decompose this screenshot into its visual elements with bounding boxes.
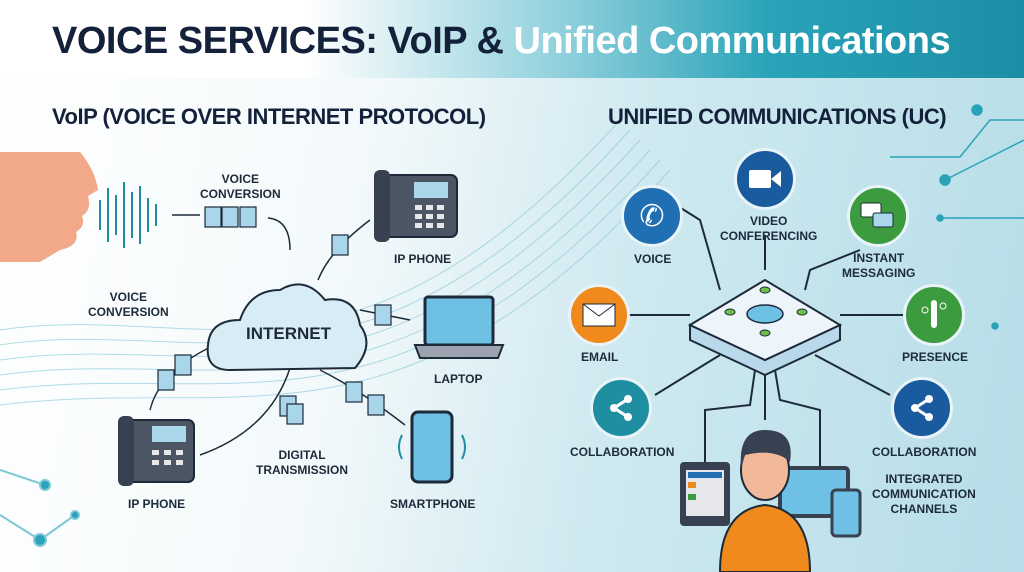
- smartphone-label: SMARTPHONE: [390, 497, 476, 511]
- digital-transmission-label: DIGITAL TRANSMISSION: [256, 448, 349, 477]
- ip-phone-bottom-icon: [118, 416, 195, 486]
- title-banner: [0, 0, 1024, 78]
- video-conferencing-label: VIDEO CONFERENCING: [720, 214, 818, 243]
- smartphone-icon: [398, 410, 466, 484]
- share-collaboration-left-icon: [590, 377, 652, 439]
- instant-messaging-label: INSTANT MESSAGING: [842, 251, 916, 280]
- ip-phone-top-label: IP PHONE: [394, 252, 452, 266]
- email-label: EMAIL: [581, 350, 619, 364]
- title-dark: VOICE SERVICES: VoIP &: [52, 20, 504, 62]
- chat-bubbles-icon: [847, 185, 909, 247]
- collaboration-left-label: COLLABORATION: [570, 445, 675, 459]
- laptop-icon: [413, 295, 505, 359]
- presence-label: PRESENCE: [902, 350, 969, 364]
- ip-phone-bottom-label: IP PHONE: [128, 497, 186, 511]
- voice-label: VOICE: [634, 252, 672, 266]
- face-profile: [0, 152, 98, 262]
- video-camera-icon: [734, 148, 796, 210]
- uc-heading: UNIFIED COMMUNICATIONS (UC): [608, 104, 947, 129]
- voice-conversion-top-label: VOICE CONVERSION: [200, 172, 281, 201]
- integrated-channels-label: INTEGRATED COMMUNICATION CHANNELS: [872, 472, 976, 516]
- page-title: VOICE SERVICES: VoIP & Unified Communica…: [52, 20, 951, 63]
- title-light: Unified Communications: [513, 20, 951, 62]
- uc-hub-icon: [687, 278, 843, 377]
- email-envelope-icon: [568, 284, 630, 346]
- internet-cloud: [206, 283, 368, 372]
- laptop-label: LAPTOP: [434, 372, 483, 386]
- voice-icon: ✆: [621, 185, 683, 247]
- voip-heading: VoIP (VOICE OVER INTERNET PROTOCOL): [52, 104, 486, 129]
- voice-conversion-left-label: VOICE CONVERSION: [88, 290, 169, 319]
- ip-phone-top-icon: [374, 170, 458, 242]
- collaboration-right-label: COLLABORATION: [872, 445, 977, 459]
- share-collaboration-right-icon: [891, 377, 953, 439]
- presence-icon: [903, 284, 965, 346]
- internet-label: INTERNET: [246, 324, 331, 343]
- person-with-devices-icon: [680, 430, 862, 572]
